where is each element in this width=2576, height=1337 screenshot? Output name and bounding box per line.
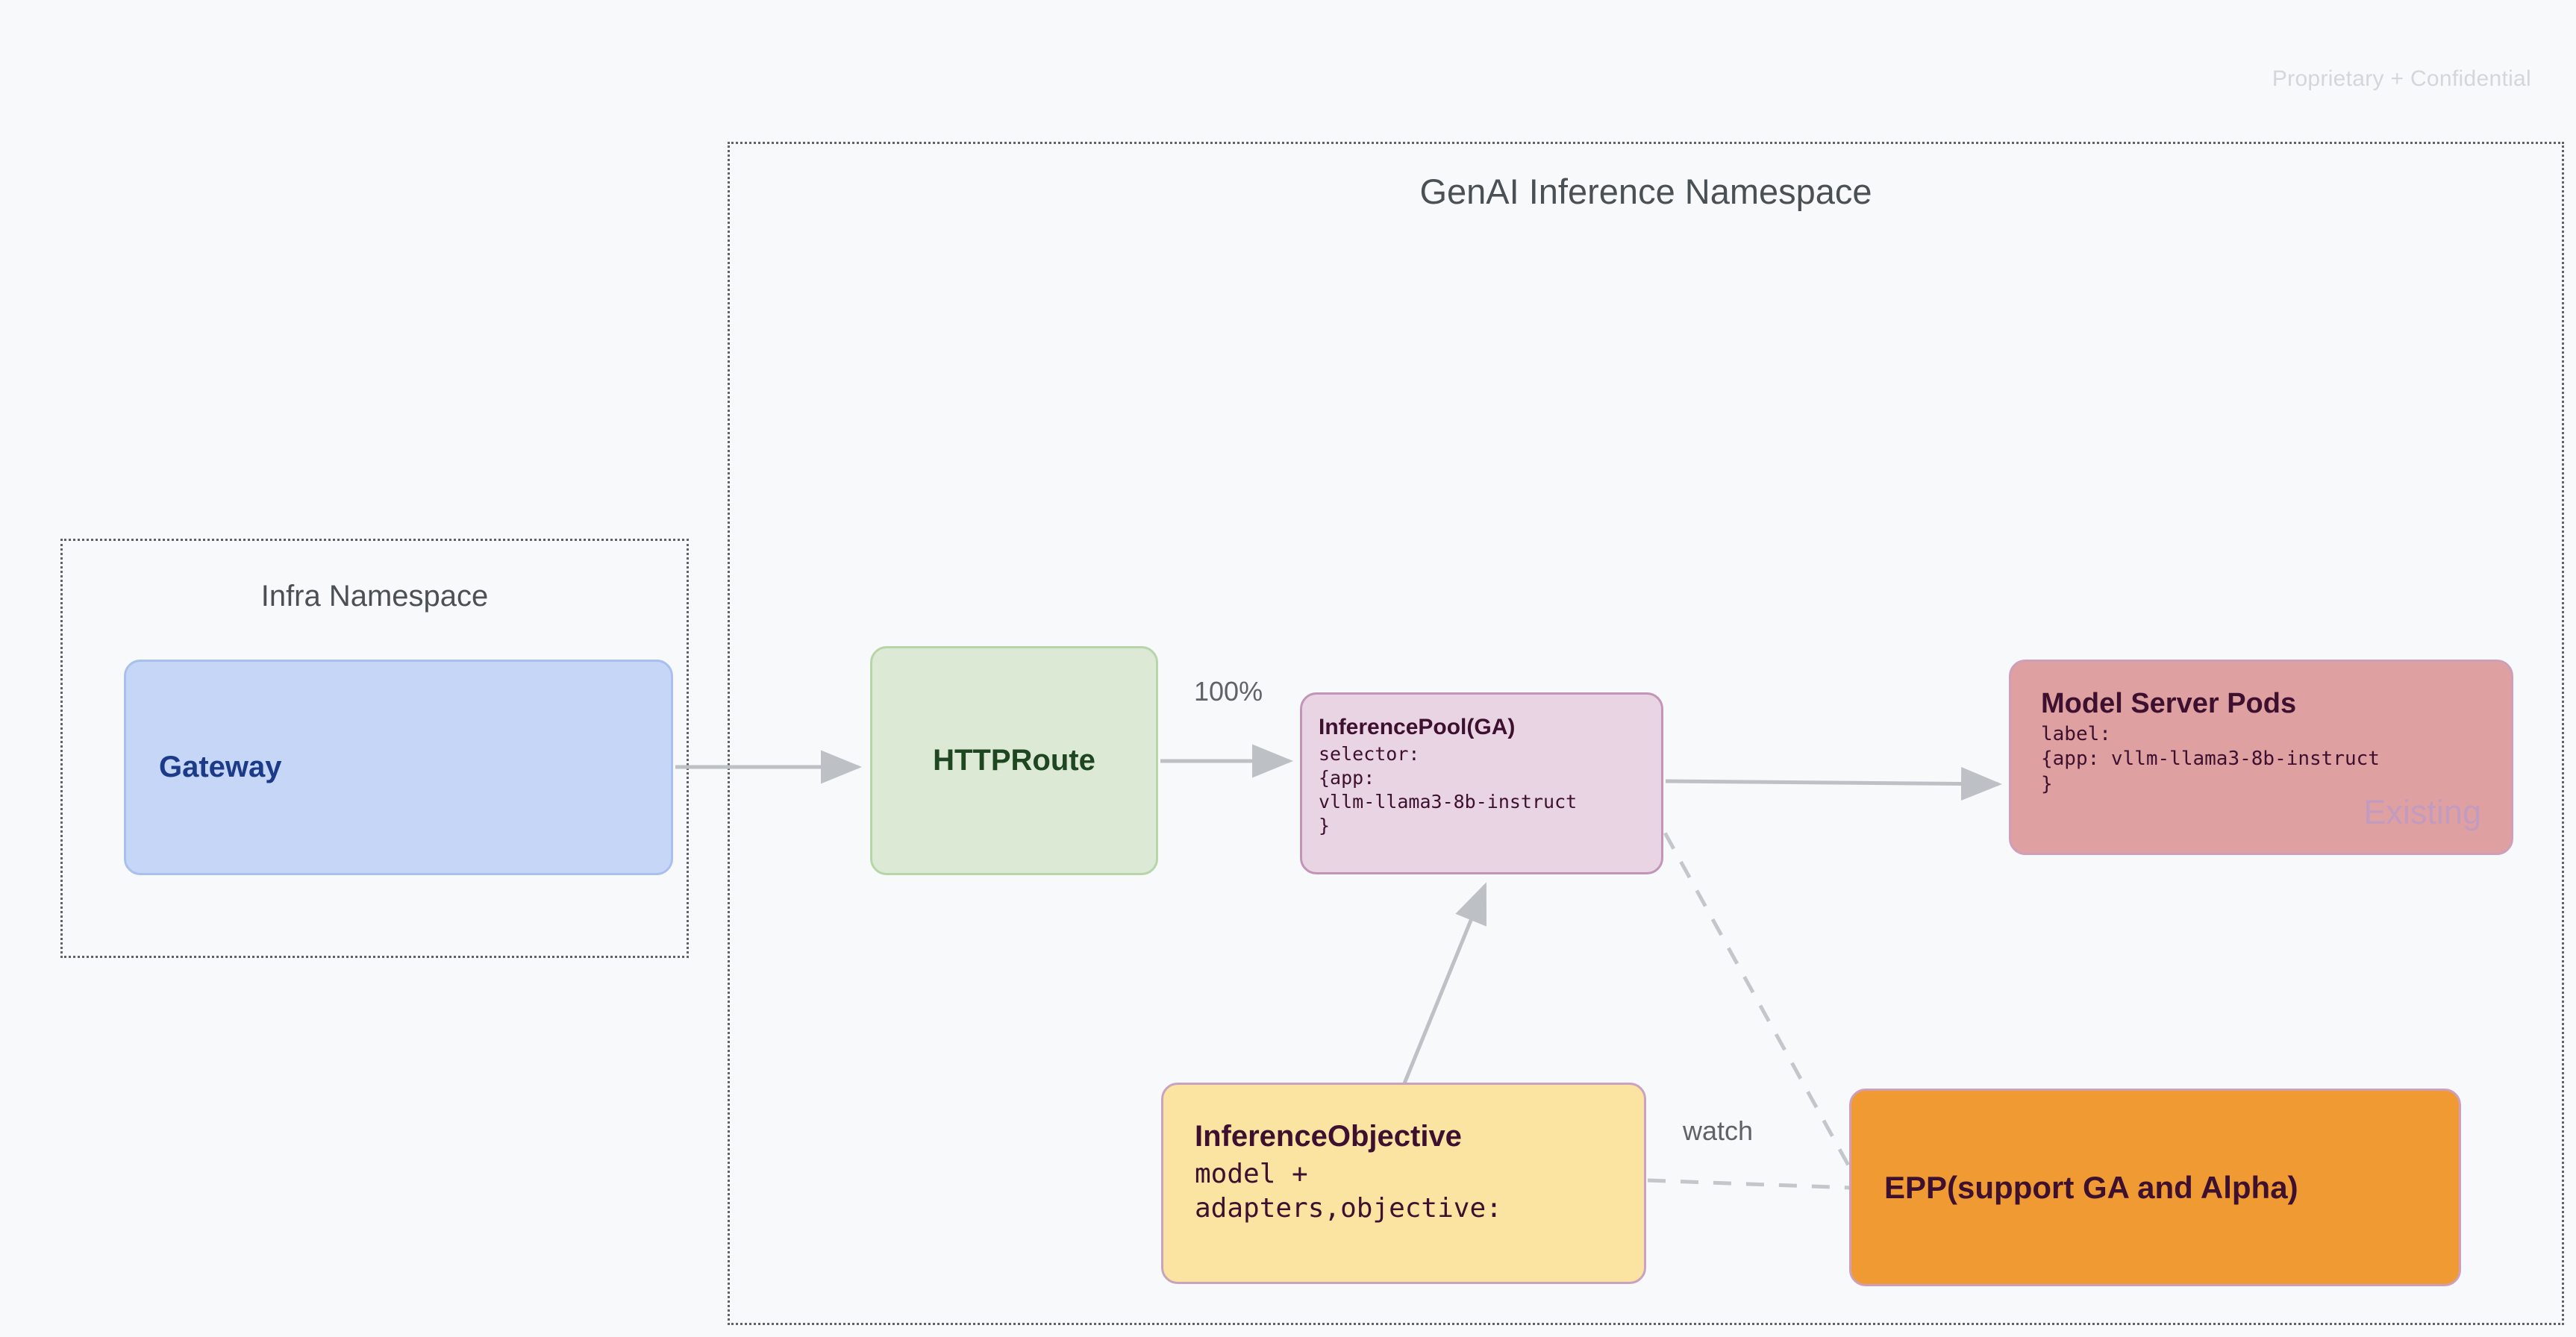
node-model-server-pods[interactable]: Model Server Pods label: {app: vllm-llam… (2009, 660, 2513, 855)
node-inferenceobjective[interactable]: InferenceObjective model + adapters,obje… (1161, 1083, 1646, 1284)
infra-namespace-title: Infra Namespace (260, 580, 489, 613)
gateway-title: Gateway (159, 750, 282, 783)
model-server-pods-title: Model Server Pods (2041, 688, 2297, 719)
model-server-pods-label: label: {app: vllm-llama3-8b-instruct } (2041, 723, 2380, 795)
watch-edge-label: watch (1683, 1115, 1754, 1146)
genai-namespace-container: GenAI Inference Namespace (728, 142, 2564, 1325)
confidential-watermark: Proprietary + Confidential (2272, 66, 2531, 91)
inferenceobjective-body: model + adapters,objective: (1195, 1159, 1502, 1224)
node-httproute[interactable]: HTTPRoute (870, 646, 1158, 875)
httproute-title: HTTPRoute (933, 743, 1095, 777)
existing-badge: Existing (2363, 793, 2481, 831)
inferencepool-title: InferencePool(GA) (1319, 715, 1516, 739)
genai-namespace-title: GenAI Inference Namespace (1419, 172, 1872, 211)
node-inferencepool[interactable]: InferencePool(GA) selector: {app: vllm-l… (1300, 692, 1663, 874)
infra-namespace-container: Infra Namespace (60, 539, 689, 958)
node-gateway[interactable]: Gateway (124, 660, 673, 875)
epp-title: EPP(support GA and Alpha) (1884, 1169, 2298, 1205)
traffic-weight-label: 100% (1194, 676, 1263, 707)
inferencepool-selector: selector: {app: vllm-llama3-8b-instruct … (1319, 743, 1578, 837)
inferenceobjective-title: InferenceObjective (1195, 1120, 1462, 1153)
node-epp[interactable]: EPP(support GA and Alpha) (1849, 1089, 2461, 1286)
